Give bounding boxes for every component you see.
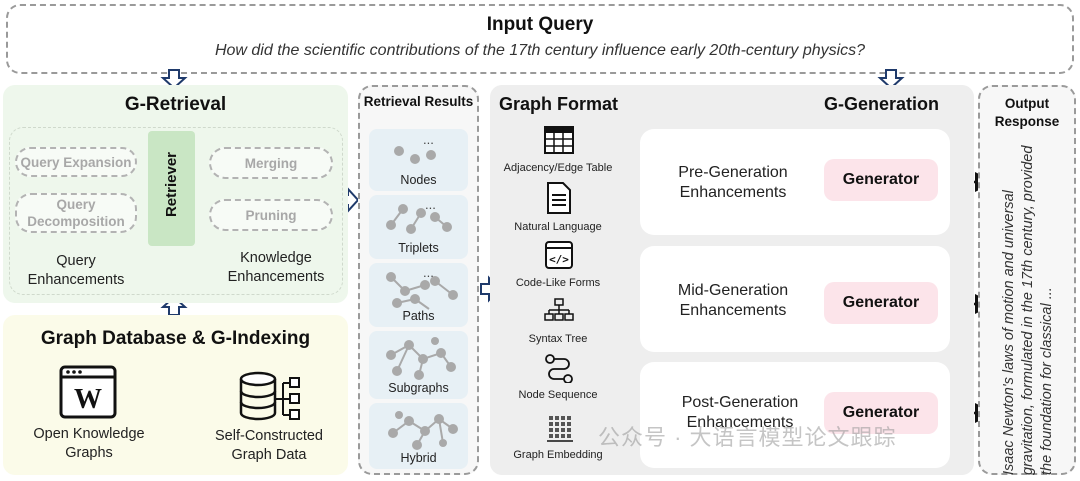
- node-sequence-icon: [545, 354, 573, 383]
- result-label-nodes: Nodes: [400, 173, 437, 187]
- query-expansion-pill: Query Expansion: [15, 147, 137, 177]
- query-decomposition-pill: Query Decomposition: [15, 193, 137, 233]
- g-generation-title: G-Generation: [824, 94, 940, 114]
- pre-generation-card: Pre-Generation Enhancements Generator: [640, 129, 950, 235]
- mid-generation-card: Mid-Generation Enhancements Generator: [640, 246, 950, 352]
- post-generator-box: Generator: [824, 392, 938, 434]
- format-label-code-like-forms: Code-Like Forms: [515, 277, 601, 289]
- subgraphs-graph-icon: [386, 337, 456, 380]
- query-to-generation-arrow: [877, 69, 905, 90]
- pre-generator-box: Generator: [824, 159, 938, 201]
- retrieval-results-panel: Retrieval Results ... Nodes ... Triplets: [358, 85, 479, 475]
- open-knowledge-graphs-label: Open Knowledge Graphs: [33, 426, 145, 461]
- post-generation-card: Post-Generation Enhancements Generator: [640, 362, 950, 468]
- format-label-node-sequence: Node Sequence: [518, 389, 598, 401]
- g-retrieval-inner-frame: [9, 127, 343, 295]
- knowledge-enhancements-label: Knowledge Enhancements: [227, 250, 325, 285]
- output-response-title: Output Response: [994, 96, 1060, 129]
- result-label-hybrid: Hybrid: [400, 451, 437, 465]
- result-label-triplets: Triplets: [398, 241, 439, 255]
- triplets-graph-icon: ...: [386, 197, 452, 234]
- result-card-subgraphs: Subgraphs: [369, 331, 468, 399]
- code-glyph: </>: [549, 253, 569, 266]
- merging-pill: Merging: [209, 147, 333, 179]
- result-card-nodes: ... Nodes: [369, 129, 468, 191]
- code-icon: </>: [545, 241, 573, 269]
- result-label-subgraphs: Subgraphs: [388, 381, 449, 395]
- table-icon: [544, 126, 574, 154]
- paths-ellipsis: ...: [423, 265, 434, 280]
- watermark-text: 公众号 · 大语言模型论文跟踪: [598, 425, 897, 450]
- retrieval-results-title: Retrieval Results: [363, 94, 474, 109]
- nodes-ellipsis: ...: [423, 132, 434, 147]
- post-generation-label: Post-Generation Enhancements: [681, 394, 799, 431]
- input-query-text: How did the scientific contributions of …: [214, 42, 866, 59]
- result-card-triplets: ... Triplets: [369, 195, 468, 259]
- result-card-hybrid: Hybrid: [369, 403, 468, 469]
- output-response-panel: Output Response: [978, 85, 1076, 475]
- self-constructed-graph-data-label: Self-Constructed Graph Data: [215, 428, 323, 463]
- hybrid-graph-icon: [388, 411, 458, 450]
- triplets-ellipsis: ...: [425, 197, 436, 212]
- graph-embedding-icon: [547, 416, 573, 442]
- nodes-graph-icon: ...: [394, 132, 436, 164]
- format-label-adjacency: Adjacency/Edge Table: [503, 162, 613, 174]
- retriever-label: Retriever: [163, 151, 180, 218]
- mid-generator-box: Generator: [824, 282, 938, 324]
- g-generation-panel: Graph Format G-Generation Adjacency/Edge…: [490, 85, 974, 475]
- result-card-paths: ... Paths: [369, 263, 468, 327]
- output-response-text: Isaac Newton's laws of motion and univer…: [1001, 145, 1055, 475]
- paths-graph-icon: ...: [386, 265, 458, 310]
- graph-format-title: Graph Format: [499, 94, 619, 114]
- query-to-retrieval-arrow: [160, 69, 188, 90]
- pre-generation-label: Pre-Generation Enhancements: [678, 164, 788, 201]
- format-label-natural-language: Natural Language: [514, 221, 602, 233]
- query-enhancements-label: Query Enhancements: [27, 253, 125, 288]
- g-retrieval-title: G-Retrieval: [124, 94, 227, 115]
- graph-database-title: Graph Database & G-Indexing: [40, 328, 311, 349]
- mid-generation-label: Mid-Generation Enhancements: [677, 282, 789, 319]
- open-knowledge-graph-icon: W: [59, 365, 117, 419]
- retriever-box: [148, 131, 195, 246]
- input-query-box: Input Query How did the scientific contr…: [6, 4, 1074, 74]
- input-query-title: Input Query: [486, 14, 594, 35]
- output-response-text-frame: Isaac Newton's laws of motion and univer…: [1000, 145, 1062, 475]
- database-icon: [239, 371, 300, 421]
- result-label-paths: Paths: [402, 309, 435, 323]
- graph-database-panel: Graph Database & G-Indexing W Open Knowl…: [3, 315, 348, 475]
- format-label-syntax-tree: Syntax Tree: [528, 333, 588, 345]
- format-label-graph-embedding: Graph Embedding: [513, 449, 603, 461]
- document-icon: [547, 182, 571, 214]
- syntax-tree-icon: [544, 298, 574, 321]
- w-letter: W: [74, 384, 102, 415]
- pruning-pill: Pruning: [209, 199, 333, 231]
